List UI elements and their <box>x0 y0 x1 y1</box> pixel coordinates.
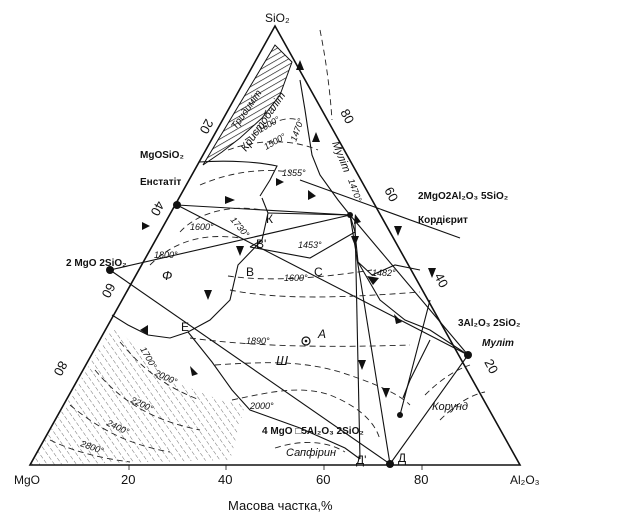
field-forsterite: Ф <box>162 268 172 283</box>
t1600-mid: 1600° <box>284 273 308 283</box>
left-tick-80: 80 <box>51 359 71 379</box>
label-enstatite-name: Енстатіт <box>140 177 181 188</box>
t1890: 1890° <box>246 336 270 346</box>
boundary-arrows <box>140 60 436 398</box>
left-tick-60: 60 <box>99 281 119 301</box>
bottom-tick-20: 20 <box>121 472 135 487</box>
label-mullite-name: Муліт <box>482 338 514 349</box>
label-enstatite-formula: MgOSiO₂ <box>140 150 184 161</box>
t1500: 1500° <box>262 131 288 152</box>
t2000-mid: 2000° <box>249 401 274 411</box>
point-d-prime: Д' <box>356 453 366 467</box>
t1600-left: 1600° <box>190 222 214 232</box>
compound-points <box>106 201 472 468</box>
t1355: 1355° <box>282 168 306 178</box>
label-mullite-formula: 3Al₂O₃ 2SiO₂ <box>458 318 520 329</box>
t1730: 1730° <box>228 215 251 240</box>
boundary-curves <box>111 79 469 460</box>
point-d: Д <box>398 451 406 465</box>
right-tick-40: 40 <box>431 270 451 290</box>
field-sapphirine: Сапфірин <box>286 447 336 459</box>
t1482: 1482° <box>372 268 396 278</box>
liquid-immiscibility-region <box>202 44 293 166</box>
compatibility-lines <box>109 179 469 465</box>
t1453: 1453° <box>298 240 322 250</box>
point-a: А <box>317 327 326 341</box>
bottom-tick-60: 60 <box>316 472 330 487</box>
field-spinel: Ш <box>276 353 288 368</box>
point-k: К <box>266 212 273 226</box>
label-cordierite-name: Кордієрит <box>418 215 468 226</box>
vertex-sio2: SiO₂ <box>265 11 290 25</box>
point-b: В <box>246 265 254 279</box>
right-tick-60: 60 <box>381 184 401 204</box>
vertex-mgo: MgO <box>14 473 40 487</box>
label-cordierite-formula: 2MgO2Al₂O₃ 5SiO₂ <box>418 191 508 202</box>
label-sapphirine-formula: 4 MgO □5Al₂O₃ 2SiO₂ <box>262 426 364 437</box>
label-forsterite-formula: 2 MgO 2SiO₂ <box>66 258 127 269</box>
isotherm-field-mgo <box>30 330 245 465</box>
triangle-frame <box>28 24 522 466</box>
bottom-axis-ticks <box>128 465 423 470</box>
t1800: 1800° <box>154 250 178 260</box>
left-tick-20: 20 <box>197 117 217 137</box>
field-mullite: Муліт <box>329 140 352 175</box>
right-tick-80: 80 <box>337 106 357 126</box>
point-b-prime: В' <box>256 237 266 251</box>
point-c: С <box>314 265 323 279</box>
field-corundum: Корунд <box>432 401 468 413</box>
axis-caption: Масова частка,% <box>228 498 333 513</box>
bottom-tick-80: 80 <box>414 472 428 487</box>
point-e: Е <box>181 320 189 334</box>
t1470-a: 1470° <box>288 117 306 143</box>
right-tick-20: 20 <box>481 356 501 376</box>
isotherm-lines <box>49 29 486 463</box>
bottom-tick-40: 40 <box>218 472 232 487</box>
left-tick-40: 40 <box>148 199 168 219</box>
vertex-al2o3: Al₂O₃ <box>510 473 540 487</box>
